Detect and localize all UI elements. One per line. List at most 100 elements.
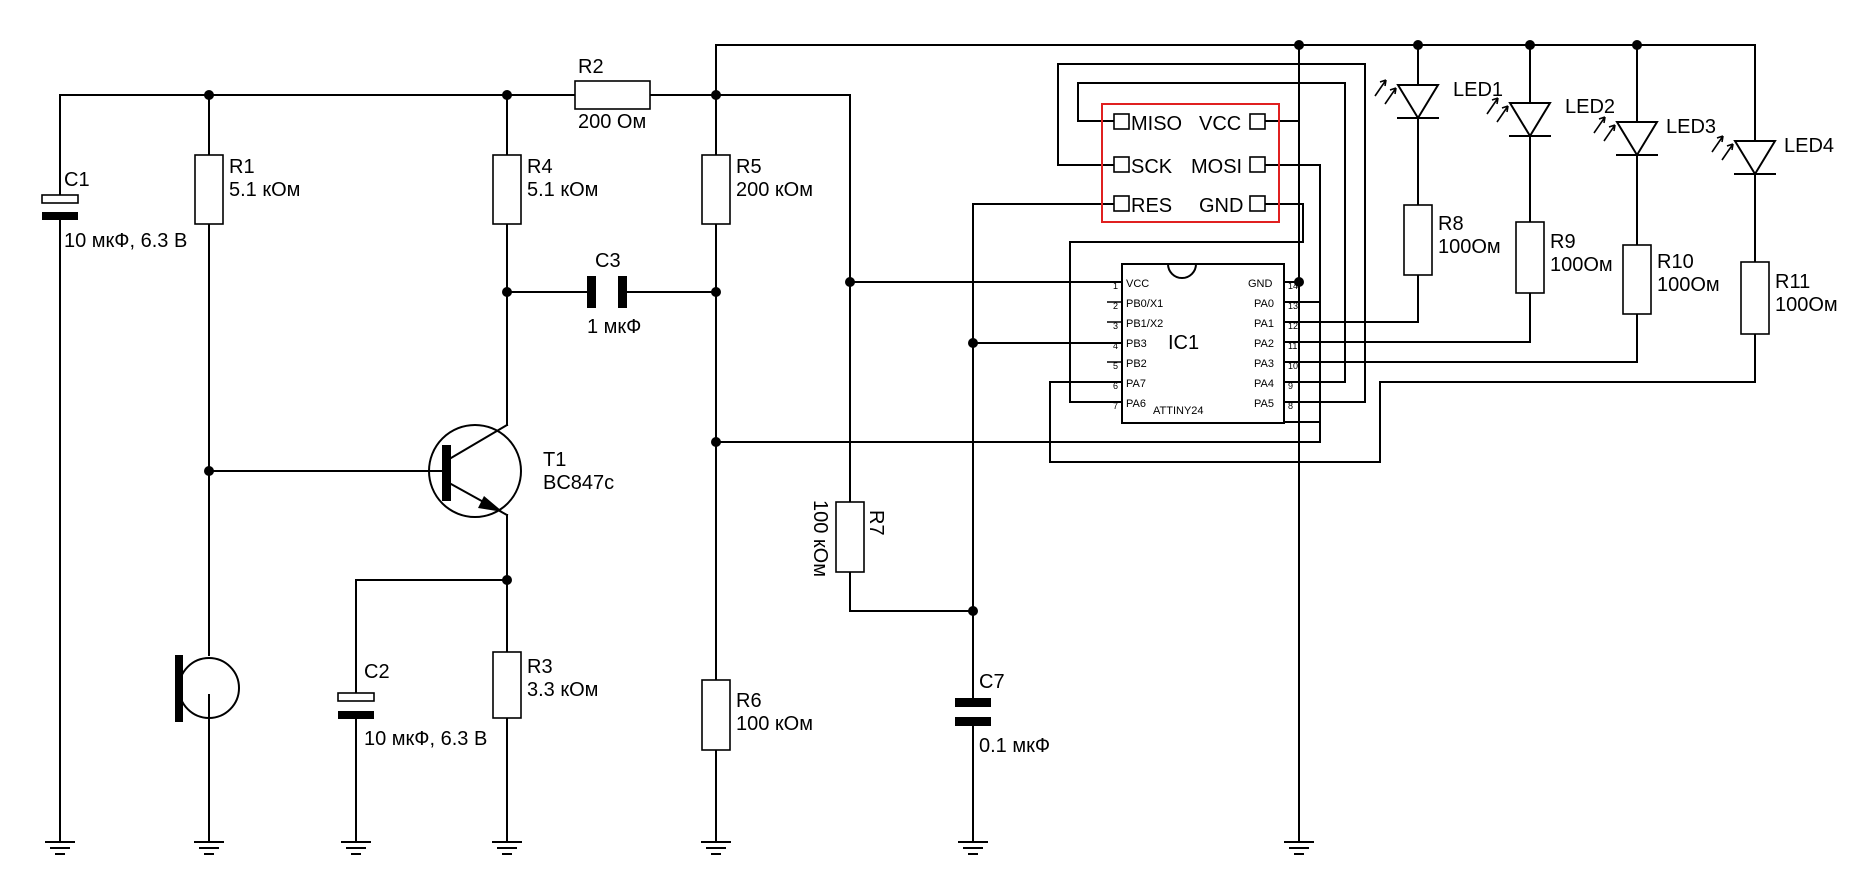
junction-dot (502, 575, 512, 585)
c3-label: C3 (595, 250, 621, 272)
ic1-pin-number: 4 (1113, 341, 1118, 351)
ic1-pin-number: 14 (1288, 281, 1298, 291)
ic1-pin-number: 10 (1288, 361, 1298, 371)
c2-label: C2 (364, 661, 390, 683)
junction-dot (711, 437, 721, 447)
c7-label: C7 (979, 671, 1005, 693)
capacitor-c1: C1 10 мкФ, 6.3 В (41, 169, 187, 252)
led4: LED4 (1711, 135, 1834, 176)
ground-icon (701, 841, 731, 855)
r3-value: 3.3 кОм (527, 679, 598, 701)
ground-icon (341, 841, 371, 855)
ground-icon (958, 841, 988, 855)
resistor-r2: R2 200 Ом (574, 56, 651, 133)
ic1-pin-name: PB0/X1 (1126, 298, 1163, 310)
led4-label: LED4 (1784, 135, 1834, 157)
r6-label: R6 (736, 690, 762, 712)
junction-dot (1294, 40, 1304, 50)
c7-value: 0.1 мкФ (979, 735, 1050, 757)
ic1-pin-name: GND (1248, 278, 1273, 290)
ic1-pin-name: PA1 (1254, 318, 1274, 330)
resistor-r11: R11 100Ом (1740, 261, 1838, 335)
ic1-pin-name: PA5 (1254, 398, 1274, 410)
r4-value: 5.1 кОм (527, 179, 598, 201)
r6-value: 100 кОм (736, 713, 813, 735)
connector-pin-gnd: GND (1199, 195, 1243, 217)
resistor-r6: R6 100 кОм (701, 679, 813, 751)
ic1-pin-name: PA6 (1126, 398, 1146, 410)
connector-pin-res: RES (1131, 195, 1172, 217)
connector-pin-sck: SCK (1131, 156, 1173, 178)
resistor-r4: R4 5.1 кОм (492, 154, 598, 225)
junction-dot (1632, 40, 1642, 50)
ic1-pin-number: 6 (1113, 381, 1118, 391)
r11-value: 100Ом (1775, 294, 1838, 316)
c1-label: C1 (64, 169, 90, 191)
ic1-pin-number: 7 (1113, 401, 1118, 411)
connector-pin-miso: MISO (1131, 113, 1182, 135)
ic1-part-number: ATTINY24 (1153, 405, 1204, 417)
ic1-pin-name: PA2 (1254, 338, 1274, 350)
junctions (204, 40, 1642, 616)
junction-dot (204, 466, 214, 476)
t1-label: T1 (543, 449, 566, 471)
r1-value: 5.1 кОм (229, 179, 300, 201)
ic1-pin-name: PA3 (1254, 358, 1274, 370)
r9-value: 100Ом (1550, 254, 1613, 276)
resistor-r7: R7 100 кОм (809, 500, 887, 577)
led2-label: LED2 (1565, 96, 1615, 118)
c3-value: 1 мкФ (587, 316, 641, 338)
ic1-pin-number: 3 (1113, 321, 1118, 331)
capacitor-c7: C7 0.1 мкФ (955, 671, 1050, 757)
ic1-pin-name: PA4 (1254, 378, 1274, 390)
ground-icon (194, 841, 224, 855)
ground-icon (492, 841, 522, 855)
capacitor-c3: C3 1 мкФ (587, 250, 641, 338)
ic1-attiny24: IC1 ATTINY24 1 VCC 2 PB0/X1 3 PB1/X2 4 P… (1107, 263, 1298, 424)
resistor-r3: R3 3.3 кОм (492, 651, 598, 719)
isp-connector: MISO VCC SCK MOSI RES GND (1101, 103, 1280, 223)
resistor-r9: R9 100Ом (1515, 221, 1613, 294)
junction-dot (711, 90, 721, 100)
ic1-pin-number: 1 (1113, 281, 1118, 291)
r11-label: R11 (1775, 271, 1810, 293)
ic1-pin-name: PB2 (1126, 358, 1147, 370)
r4-label: R4 (527, 156, 553, 178)
junction-dot (204, 90, 214, 100)
led2: LED2 (1486, 96, 1615, 138)
wires (59, 44, 1756, 843)
junction-dot (845, 277, 855, 287)
junction-dot (711, 287, 721, 297)
r8-value: 100Ом (1438, 236, 1501, 258)
ic1-pin-name: PA7 (1126, 378, 1146, 390)
ic1-pin-number: 11 (1288, 341, 1297, 351)
r2-value: 200 Ом (578, 111, 646, 133)
junction-dot (968, 606, 978, 616)
ic1-pin-number: 13 (1288, 301, 1298, 311)
r2-label: R2 (578, 56, 604, 78)
resistor-r1: R1 5.1 кОм (194, 154, 300, 225)
resistor-r10: R10 100Ом (1622, 244, 1720, 315)
ic1-pin-name: PA0 (1254, 298, 1274, 310)
junction-dot (1413, 40, 1423, 50)
capacitor-c2: C2 10 мкФ, 6.3 В (337, 661, 487, 750)
r8-label: R8 (1438, 213, 1464, 235)
ic1-pin-number: 8 (1288, 401, 1293, 411)
junction-dot (502, 287, 512, 297)
transistor-t1: T1 BC847c (428, 423, 614, 518)
ic1-pin-number: 12 (1288, 321, 1298, 331)
ic1-pin-number: 9 (1288, 381, 1293, 391)
ic1-pin-number: 2 (1113, 301, 1118, 311)
r7-value: 100 кОм (809, 500, 831, 577)
r3-label: R3 (527, 656, 553, 678)
ic1-label: IC1 (1168, 332, 1199, 354)
led3-label: LED3 (1666, 116, 1716, 138)
grounds (45, 841, 1314, 855)
junction-dot (1294, 277, 1304, 287)
r5-label: R5 (736, 156, 762, 178)
ic1-pin-name: VCC (1126, 278, 1149, 290)
ground-icon (45, 841, 75, 855)
junction-dot (1525, 40, 1535, 50)
r7-label: R7 (865, 510, 887, 536)
